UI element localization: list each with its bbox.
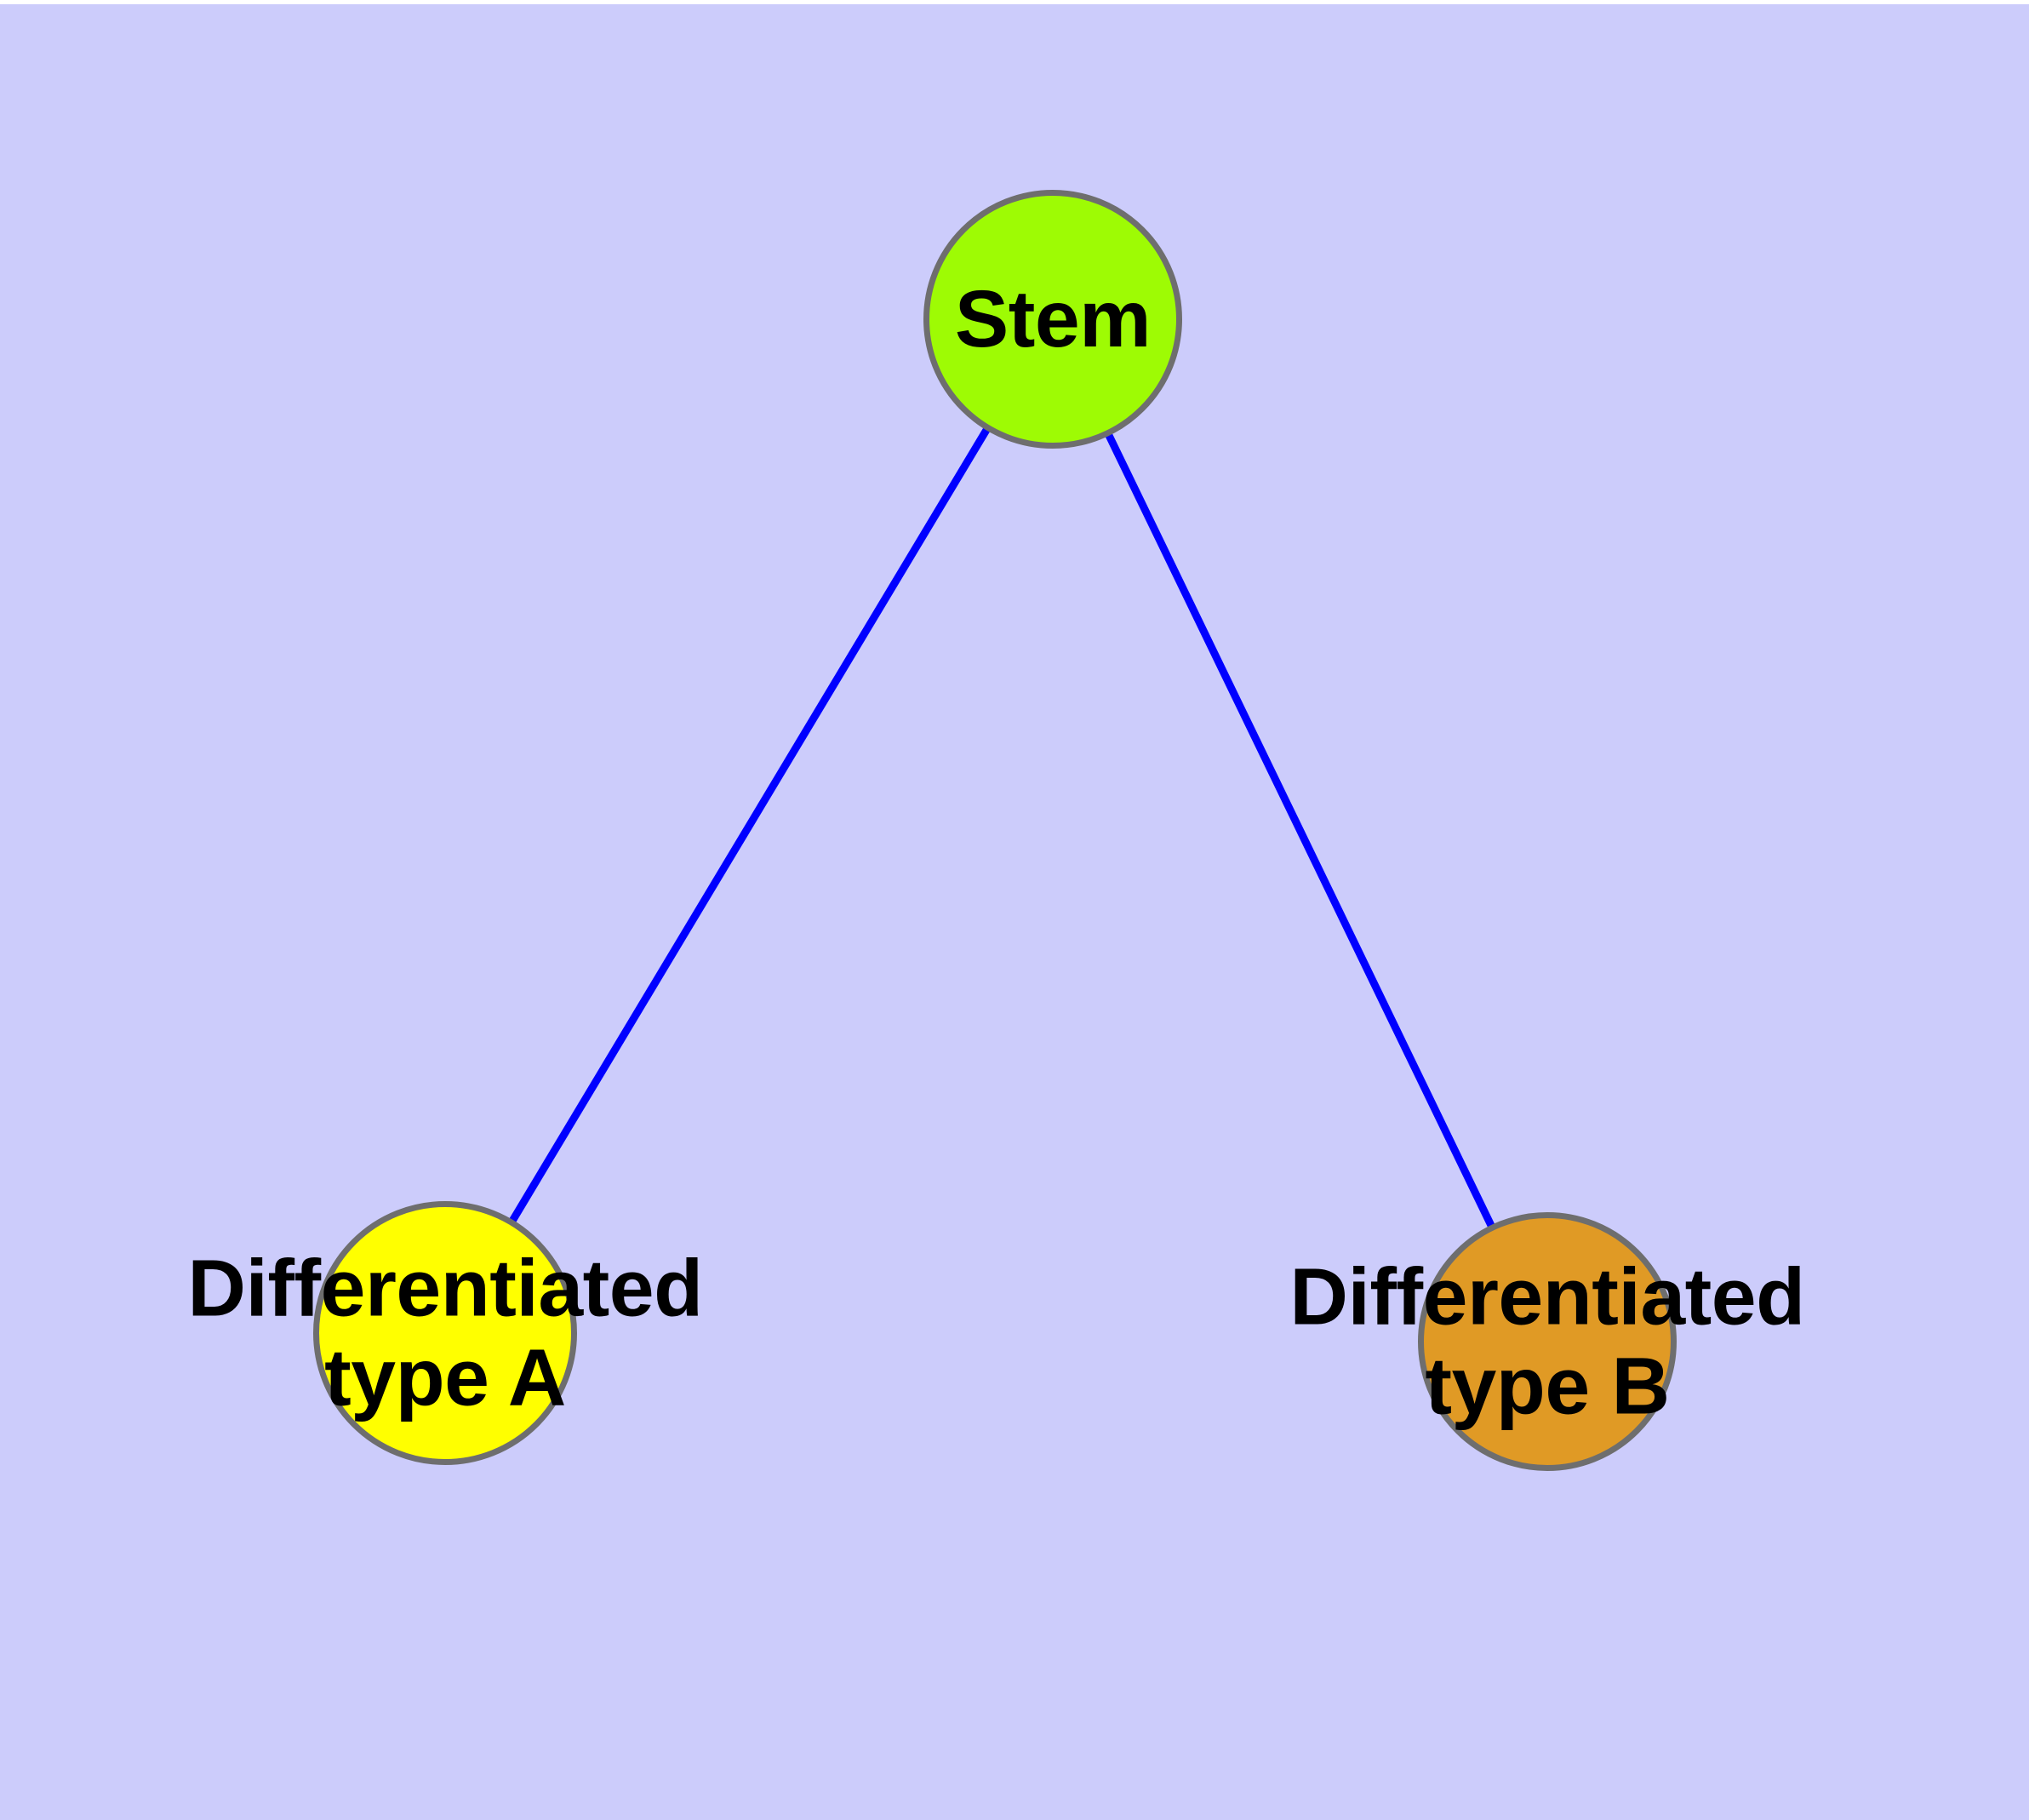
edges-layer — [508, 426, 1495, 1228]
edge-stem-to-diff-b[interactable] — [1105, 432, 1495, 1228]
node-diff-b[interactable] — [1418, 1212, 1677, 1471]
edge-stem-to-diff-a[interactable] — [508, 426, 991, 1224]
node-diff-a[interactable] — [313, 1201, 577, 1465]
nodes-layer — [313, 190, 1677, 1471]
node-stem[interactable] — [923, 190, 1182, 449]
